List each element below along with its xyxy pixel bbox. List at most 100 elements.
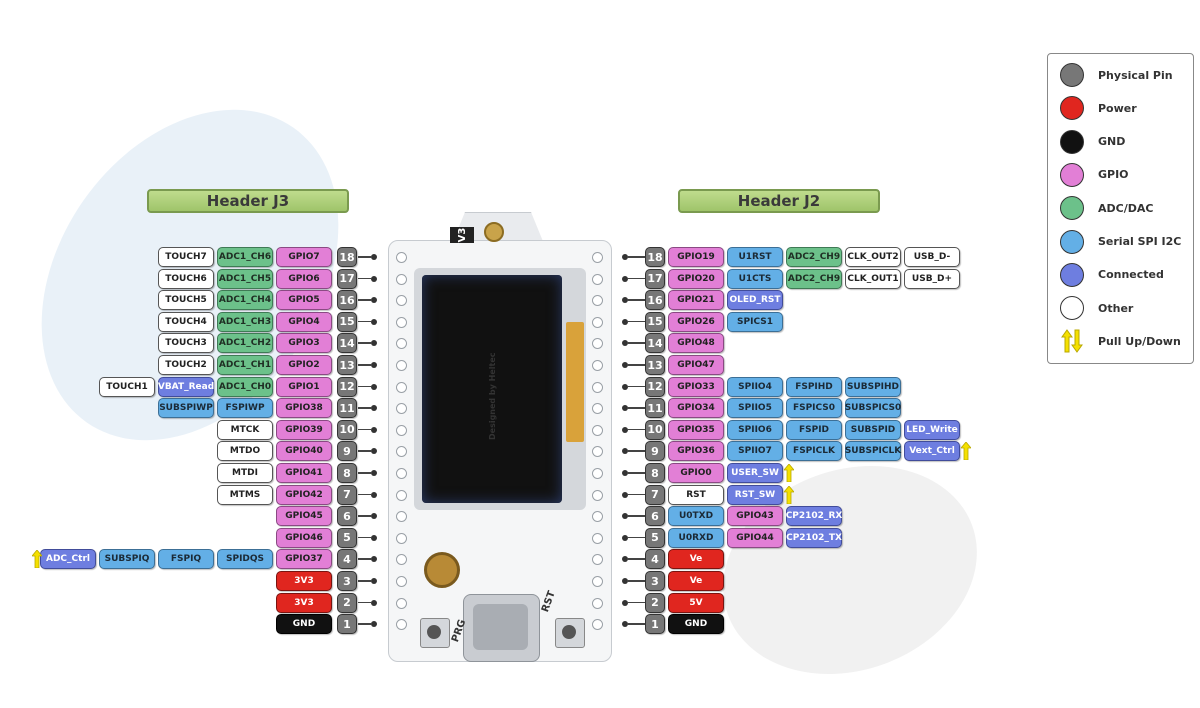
pin-label-ve: Ve [668,549,724,570]
pin-label-gpio47: GPIO47 [668,355,724,375]
header-hole [396,295,407,307]
header-hole [396,532,407,544]
pin-connector [358,428,371,431]
pin-connector [628,364,645,366]
pin-label-gnd: GND [276,614,332,635]
pin-connector-dot [371,318,377,325]
pin-label-5v: 5V [668,592,724,613]
pin-connector-dot [622,383,628,390]
physical-pin-3: 3 [337,571,357,591]
pin-label-fspiclk: FSPICLK [786,441,842,462]
physical-pin-1: 1 [645,614,665,635]
pin-connector-dot [622,362,628,368]
ipex-connector [484,222,504,242]
legend-item-pull-up-down: Pull Up/Down [1060,327,1181,355]
pin-connector-dot [371,275,377,282]
pin-label-cp2102-tx: CP2102_TX [786,527,842,548]
pin-label-gpio6: GPIO6 [276,268,332,289]
header-hole [592,489,603,501]
rst-button[interactable] [555,618,585,648]
pin-label-adc1-ch5: ADC1_CH5 [217,268,273,289]
legend-item-other: Other [1060,294,1133,322]
pin-label-adc1-ch0: ADC1_CH0 [217,376,273,397]
pin-connector-dot [371,340,377,347]
legend-swatch-icon [1060,63,1084,87]
legend-label: GND [1098,135,1126,149]
pin-label-gpio21: GPIO21 [668,290,724,311]
pin-label-gpio4: GPIO4 [276,311,332,332]
header-hole [592,381,603,393]
pin-connector-dot [622,318,628,325]
pin-connector [628,472,645,474]
pin-label-user-sw: USER_SW [727,463,783,483]
usb-c-port-inner [473,604,528,650]
pin-label-gpio42: GPIO42 [276,484,332,505]
legend-label: Connected [1098,268,1164,282]
physical-pin-13: 13 [337,355,357,375]
pull-up-arrow-icon [961,442,971,461]
pin-label-subspiq: SUBSPIQ [99,549,155,570]
pin-connector [358,277,371,280]
legend-label: Serial SPI I2C [1098,235,1182,248]
pin-label-adc1-ch4: ADC1_CH4 [217,290,273,311]
header-hole [592,360,603,371]
legend-item-gnd: GND [1060,128,1125,156]
pin-connector-dot [622,534,628,541]
pin-connector [358,385,371,388]
header-hole [396,554,407,566]
pin-label-touch2: TOUCH2 [158,355,214,375]
pin-connector [358,623,371,625]
pin-connector [628,623,645,625]
legend-label: ADC/DAC [1098,201,1154,215]
pin-connector-dot [622,275,628,282]
header-hole [592,252,603,263]
header-hole [592,468,603,479]
pin-label-fspid: FSPID [786,419,842,440]
pin-connector [358,450,371,452]
pin-label-touch4: TOUCH4 [158,311,214,332]
pin-label-spics1: SPICS1 [727,311,783,332]
pin-label-3v3: 3V3 [276,592,332,613]
physical-pin-2: 2 [645,592,665,613]
pin-connector [358,580,371,582]
pin-connector-dot [622,448,628,455]
legend-label: Pull Up/Down [1098,334,1181,348]
pin-connector-dot [622,578,628,584]
header-hole [396,381,407,393]
physical-pin-15: 15 [337,311,357,332]
legend-swatch-icon [1060,296,1084,321]
pin-label-spiio5: SPIIO5 [727,398,783,419]
pin-connector-dot [371,599,377,606]
legend-label: GPIO [1098,168,1129,182]
header-hole [592,446,603,458]
legend-label: Other [1098,301,1134,315]
pin-connector-dot [622,254,628,260]
header-hole [592,597,603,609]
pin-connector [358,515,371,517]
physical-pin-4: 4 [645,549,665,570]
pin-connector-dot [371,556,377,563]
pin-connector-dot [371,297,377,304]
prg-button[interactable] [420,618,450,648]
pin-label-gpio7: GPIO7 [276,247,332,267]
header-hole [396,252,407,263]
pin-label-mtck: MTCK [217,419,273,440]
pin-connector-dot [371,405,377,412]
header-hole [396,338,407,350]
pin-label-spiio6: SPIIO6 [727,419,783,440]
oled-flex-cable [566,322,584,442]
pull-up-arrow-icon [784,485,794,504]
pin-label-gpio38: GPIO38 [276,398,332,419]
pin-connector-dot [622,470,628,476]
header-hole [396,403,407,415]
header-hole [396,576,407,587]
pin-label-subspics0: SUBSPICS0 [845,398,901,419]
pin-connector [358,299,371,301]
pin-label-gpio43: GPIO43 [727,506,783,527]
pull-up-down-icon [1061,329,1083,354]
header-hole [592,619,603,631]
pin-label-subspiwp: SUBSPIWP [158,398,214,419]
physical-pin-18: 18 [645,247,665,267]
physical-pin-11: 11 [337,398,357,419]
